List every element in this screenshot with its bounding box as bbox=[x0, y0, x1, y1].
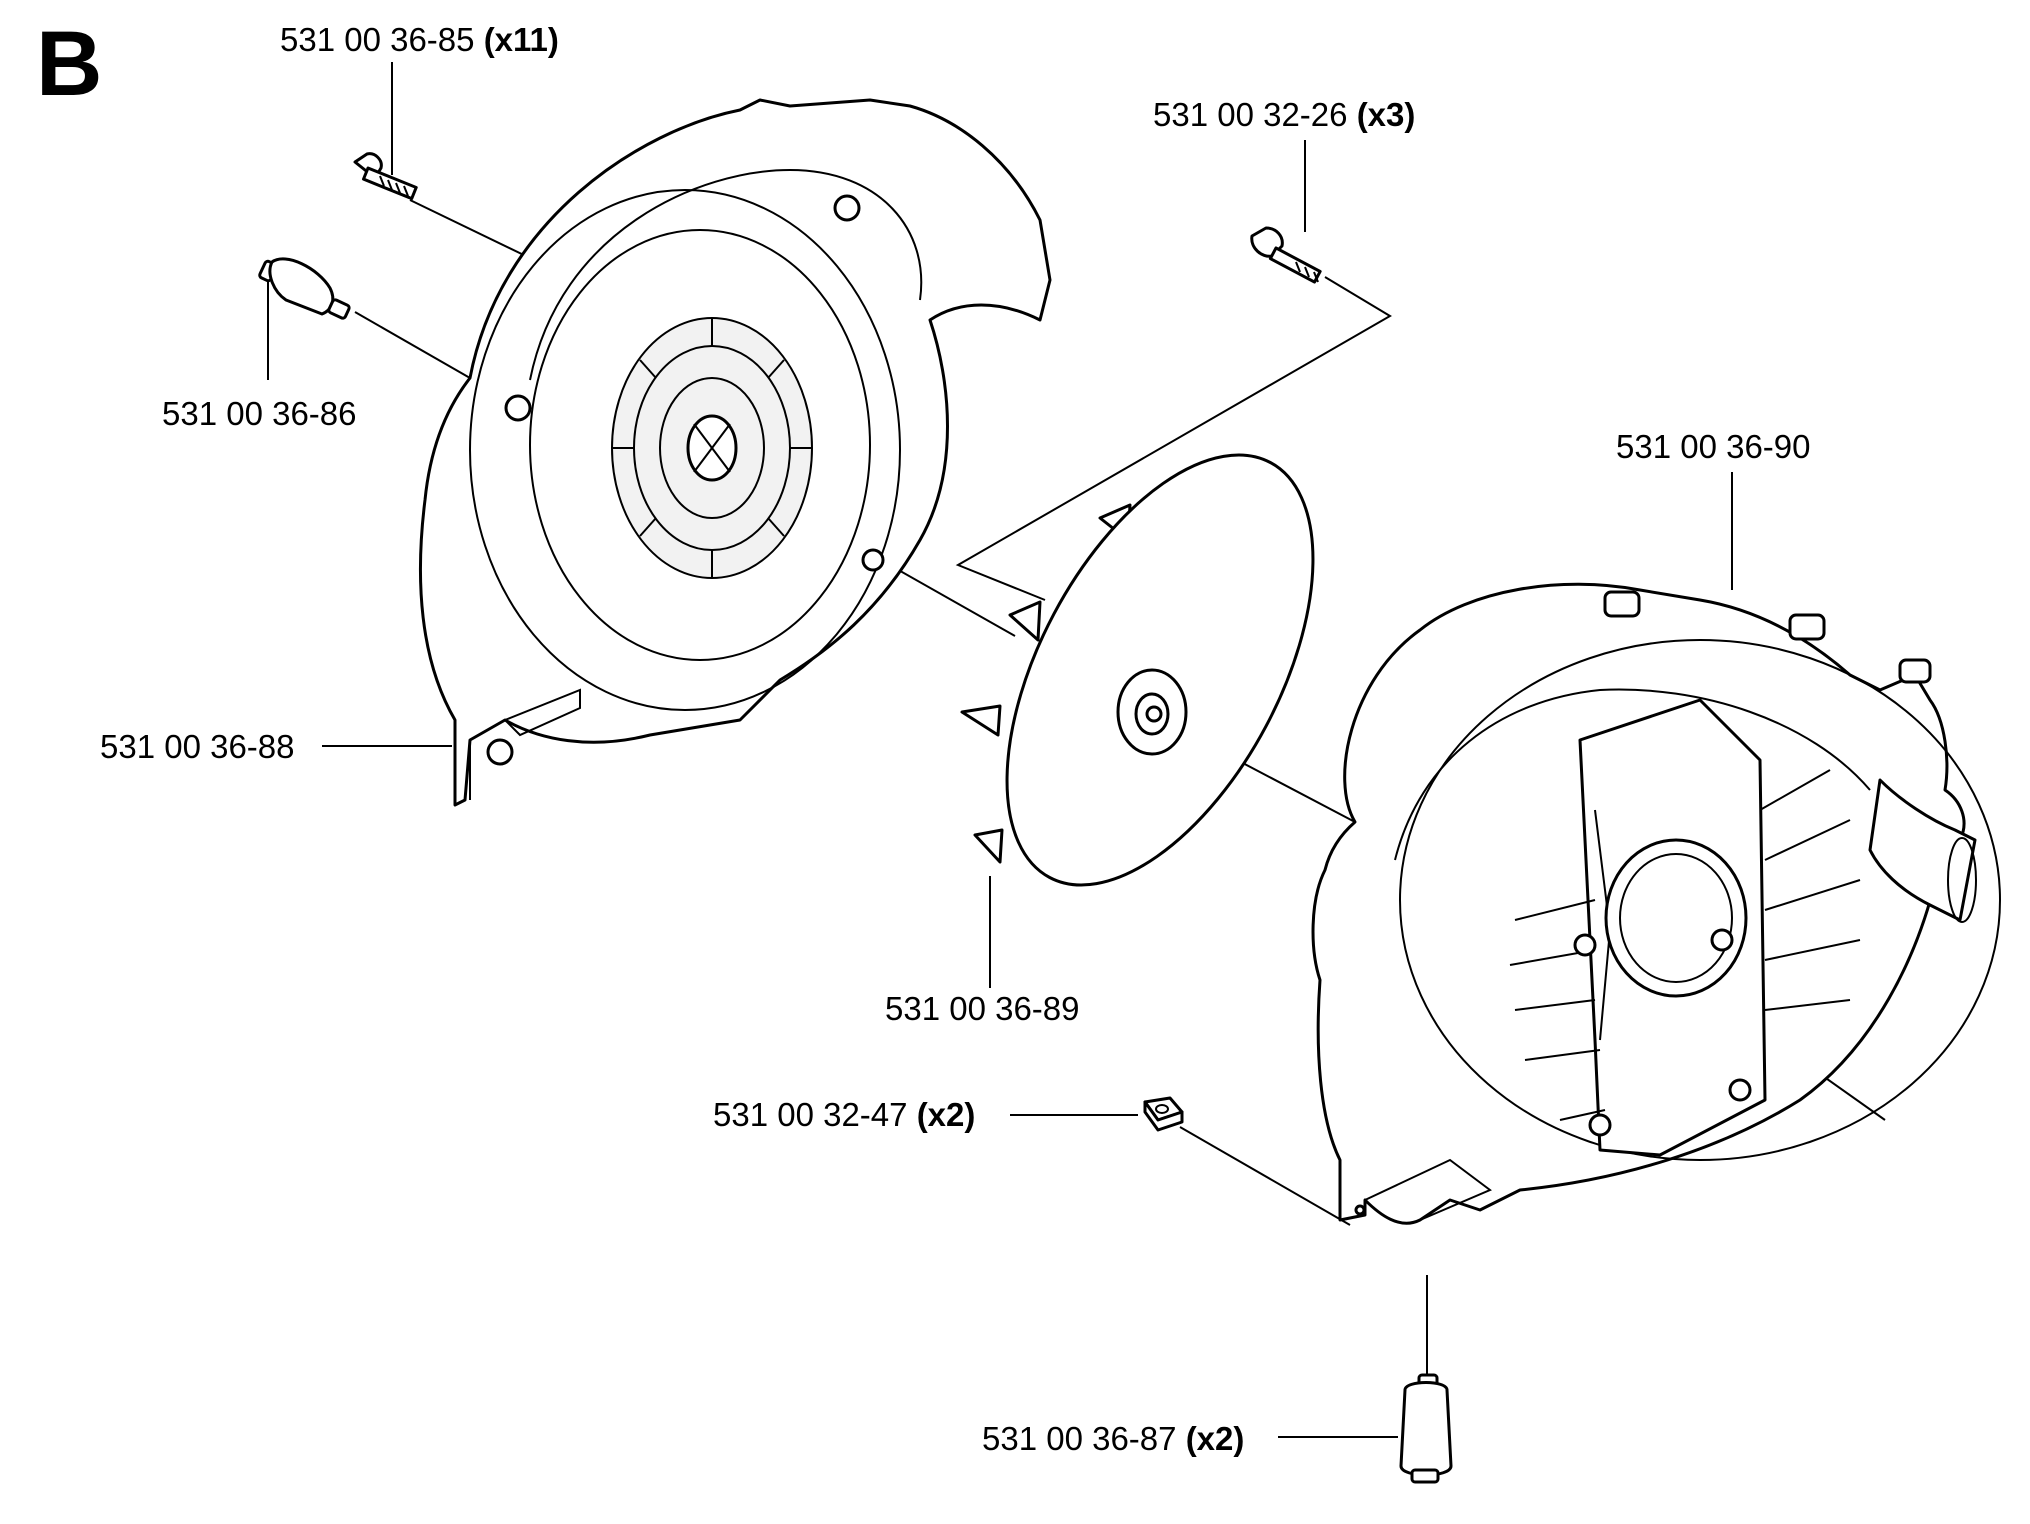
blower-cover-left bbox=[418, 98, 1052, 807]
blower-housing-right bbox=[1311, 582, 2001, 1225]
part-number: 531 00 36-89 bbox=[885, 990, 1080, 1027]
part-number: 531 00 36-85 bbox=[280, 21, 475, 58]
part-label-531-00-36-85: 531 00 36-85 (x11) bbox=[280, 21, 559, 59]
part-quantity: (x3) bbox=[1356, 96, 1416, 133]
part-label-531-00-36-89: 531 00 36-89 bbox=[885, 990, 1080, 1028]
part-label-531-00-32-47: 531 00 32-47 (x2) bbox=[713, 1096, 975, 1134]
part-number: 531 00 32-26 bbox=[1153, 96, 1348, 133]
bottom-damper-icon bbox=[1399, 1373, 1453, 1484]
part-number: 531 00 36-87 bbox=[982, 1420, 1177, 1457]
part-quantity: (x11) bbox=[483, 21, 559, 58]
part-number: 531 00 32-47 bbox=[713, 1096, 908, 1133]
part-label-531-00-36-90: 531 00 36-90 bbox=[1616, 428, 1811, 466]
part-label-531-00-36-86: 531 00 36-86 bbox=[162, 395, 357, 433]
part-number: 531 00 36-90 bbox=[1616, 428, 1811, 465]
damper-icon bbox=[258, 257, 351, 320]
part-label-531-00-36-88: 531 00 36-88 bbox=[100, 728, 295, 766]
impeller-fan bbox=[960, 453, 1315, 887]
part-number: 531 00 36-88 bbox=[100, 728, 295, 765]
part-quantity: (x2) bbox=[1185, 1420, 1245, 1457]
part-label-531-00-36-87: 531 00 36-87 (x2) bbox=[982, 1420, 1244, 1458]
section-letter: B bbox=[36, 13, 103, 115]
part-number: 531 00 36-86 bbox=[162, 395, 357, 432]
square-nut-icon bbox=[1143, 1096, 1184, 1132]
part-label-531-00-32-26: 531 00 32-26 (x3) bbox=[1153, 96, 1415, 134]
screw-icon bbox=[353, 152, 418, 201]
part-quantity: (x2) bbox=[916, 1096, 976, 1133]
flange-screw-icon bbox=[1250, 226, 1322, 284]
